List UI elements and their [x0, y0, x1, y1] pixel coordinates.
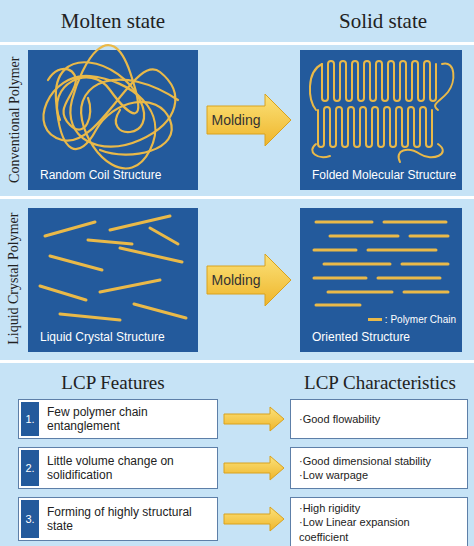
legend-text: : Polymer Chain	[385, 314, 456, 325]
block-arrow	[224, 407, 284, 431]
characteristic-box: ·Good flowability	[290, 399, 468, 439]
rod	[50, 256, 102, 270]
feature-number: 2.	[19, 448, 41, 488]
feature-body: Forming of highly structural state	[41, 498, 217, 540]
rod	[134, 304, 186, 318]
rod	[314, 277, 366, 280]
folded-chains	[310, 61, 453, 162]
heading: Solid state	[339, 10, 427, 33]
block-arrow	[207, 254, 291, 306]
folded-chain	[322, 61, 436, 101]
structure-panel	[300, 208, 462, 352]
block-arrow	[207, 94, 291, 146]
coil-chain	[56, 62, 172, 154]
folded-chain	[318, 107, 432, 147]
rod	[328, 291, 392, 294]
heading: LCP Features	[61, 373, 164, 394]
rod	[45, 222, 95, 236]
feature-text-group: Forming of highly structural state	[47, 505, 211, 534]
rod	[402, 263, 448, 266]
rod	[316, 221, 372, 224]
characteristic-text: ·Good dimensional stability	[299, 454, 459, 468]
coil-chain	[48, 69, 90, 130]
heading: Molten state	[61, 10, 165, 33]
rod	[120, 248, 182, 262]
structure-box: Oriented Structure	[300, 208, 462, 352]
characteristic-box: ·Good dimensional stability·Low warpage	[290, 447, 468, 489]
feature-text-group: Little volume change on solidification	[47, 454, 211, 483]
oriented-rods	[314, 222, 448, 305]
arrow-label: Molding	[211, 112, 260, 128]
legend-entry: : Polymer Chain	[368, 314, 456, 325]
block-arrow	[224, 456, 284, 480]
feature-box: 2.Little volume change on solidification	[18, 447, 218, 489]
chain-tail	[310, 64, 322, 110]
feature-number: 3.	[19, 498, 41, 540]
liquid-crystal-rods	[40, 216, 186, 320]
structure-box: Liquid Crystal Structure	[28, 208, 198, 352]
rod	[110, 216, 170, 230]
chain-tail	[435, 64, 453, 110]
coil-chain	[43, 45, 178, 168]
rod	[330, 235, 398, 238]
structure-box: Folded Molecular Structure	[300, 50, 462, 190]
structure-panel	[28, 50, 198, 190]
rod	[150, 228, 178, 244]
legend-swatch	[368, 318, 382, 321]
rod	[60, 314, 120, 320]
structure-label: Folded Molecular Structure	[312, 168, 456, 182]
rod	[88, 240, 132, 244]
panel-divider	[0, 42, 474, 45]
block-arrow	[224, 507, 284, 531]
rod	[316, 304, 360, 307]
structure-label: Oriented Structure	[312, 330, 410, 344]
feature-body: Little volume change on solidification	[41, 448, 217, 488]
arrow-label: Molding	[211, 272, 260, 288]
feature-text: Few polymer chain entanglement	[47, 405, 211, 434]
chain-tail	[312, 144, 330, 157]
structure-label: Random Coil Structure	[40, 168, 161, 182]
rod	[314, 249, 356, 252]
structure-label: Liquid Crystal Structure	[40, 330, 165, 344]
structure-panel	[28, 208, 198, 352]
heading: LCP Characteristics	[304, 373, 456, 394]
characteristic-text: ·Good flowability	[299, 412, 459, 426]
rod	[410, 235, 448, 238]
rod	[384, 221, 446, 224]
feature-text: Forming of highly structural state	[47, 505, 211, 534]
rod	[368, 249, 436, 252]
characteristic-text: ·Low Linear expansion coefficient	[299, 515, 459, 544]
rod	[100, 280, 160, 292]
feature-text: Little volume change on solidification	[47, 454, 211, 483]
characteristic-box: ·High rigidity·Low Linear expansion coef…	[290, 497, 468, 546]
rod	[404, 291, 448, 294]
panel-divider	[0, 360, 474, 363]
side-label: Liquid Crystal Polymer	[6, 213, 21, 345]
characteristic-text: ·High rigidity	[299, 501, 459, 515]
side-label: Conventional Polymer	[6, 57, 21, 183]
feature-number: 1.	[19, 400, 41, 438]
rod	[378, 277, 440, 280]
characteristic-text: ·Low warpage	[299, 468, 459, 482]
feature-box: 1.Few polymer chain entanglement	[18, 399, 218, 439]
structure-box: Random Coil Structure	[28, 50, 198, 190]
structure-panel	[300, 50, 462, 190]
feature-body: Few polymer chain entanglement	[41, 400, 217, 438]
rod	[324, 263, 390, 266]
panel-divider	[0, 196, 474, 199]
rod	[40, 286, 86, 300]
feature-box: 3.Forming of highly structural state	[18, 497, 218, 541]
feature-text-group: Few polymer chain entanglement	[47, 405, 211, 434]
random-coil	[43, 45, 178, 168]
